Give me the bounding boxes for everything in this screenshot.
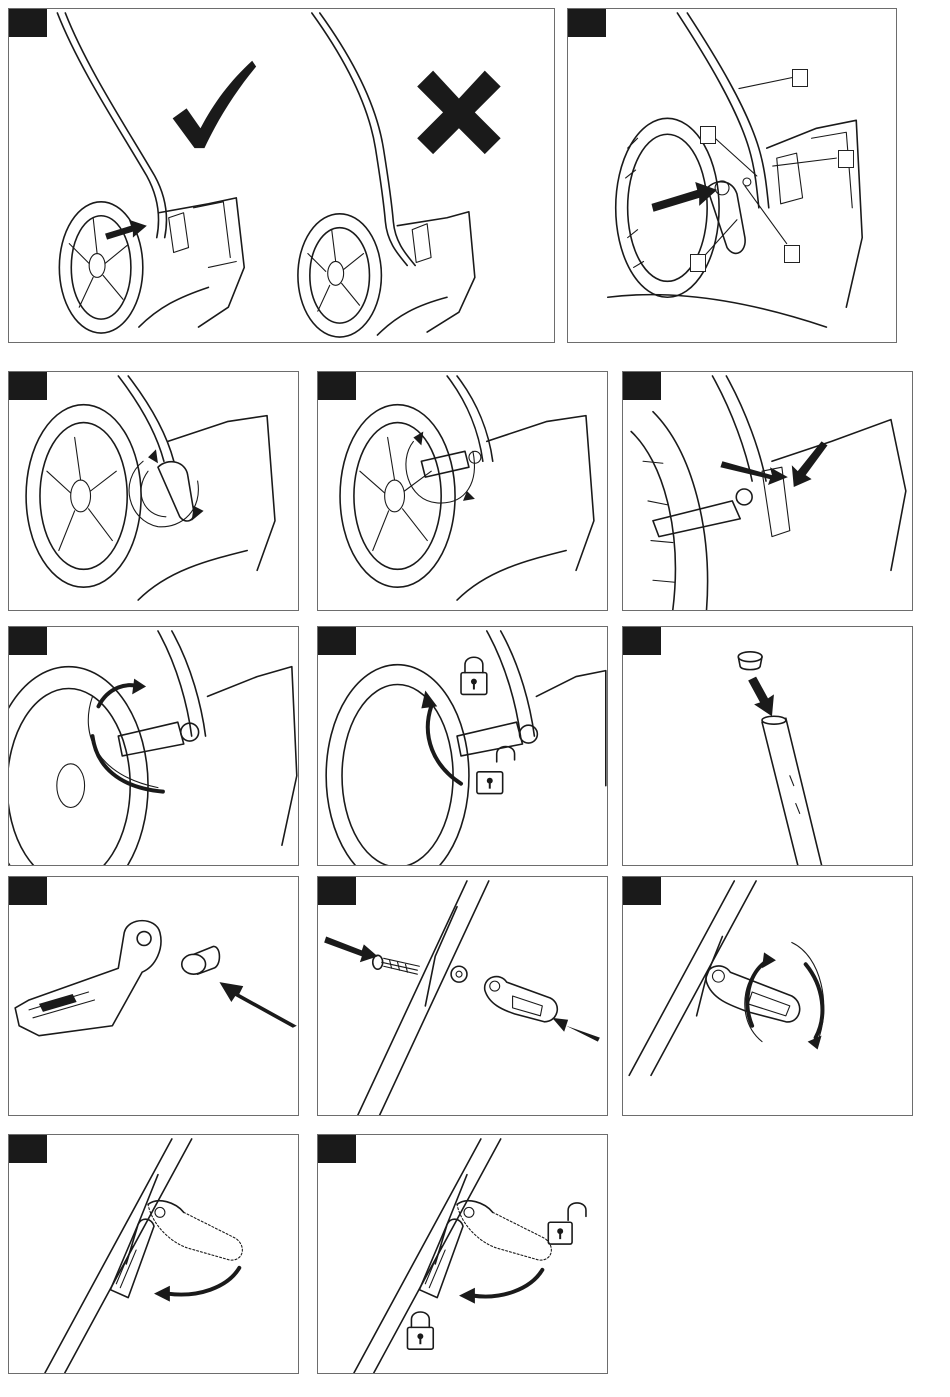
illustration-lever-rotate-back <box>318 372 607 610</box>
figure-4 <box>317 371 608 611</box>
illustration-handle-bolt <box>568 9 896 342</box>
figure-12 <box>8 1134 299 1374</box>
illustration-handle-position <box>9 9 554 342</box>
illustration-cap-insert <box>623 627 912 865</box>
padlock-unlocked-icon <box>548 1203 586 1244</box>
padlock-locked-icon <box>461 657 487 694</box>
figure-10 <box>317 876 608 1116</box>
figure-6 <box>8 626 299 866</box>
cross-icon <box>417 71 500 154</box>
illustration-bolt-assembly <box>318 877 607 1115</box>
callout-box <box>700 126 716 144</box>
illustration-lever-swing <box>9 627 298 865</box>
illustration-lever-rotate-handle <box>623 877 912 1115</box>
figure-1 <box>8 8 555 343</box>
callout-box <box>792 69 808 87</box>
figure-7 <box>317 626 608 866</box>
callout-box <box>838 150 854 168</box>
callout-box <box>690 254 706 272</box>
figure-3 <box>8 371 299 611</box>
figure-9 <box>8 876 299 1116</box>
checkmark-icon <box>173 61 256 148</box>
figure-5 <box>622 371 913 611</box>
figure-11 <box>622 876 913 1116</box>
callout-box <box>784 245 800 263</box>
illustration-lever-rotate <box>9 372 298 610</box>
figure-8 <box>622 626 913 866</box>
illustration-clamp-closeup <box>623 372 912 610</box>
illustration-lock-unlock <box>318 627 607 865</box>
padlock-unlocked-icon <box>477 746 515 793</box>
illustration-lever-fold <box>9 1135 298 1373</box>
figure-13 <box>317 1134 608 1374</box>
illustration-lever-bushing <box>9 877 298 1115</box>
figure-2 <box>567 8 897 343</box>
illustration-lever-fold-lock <box>318 1135 607 1373</box>
padlock-locked-icon <box>407 1312 433 1349</box>
